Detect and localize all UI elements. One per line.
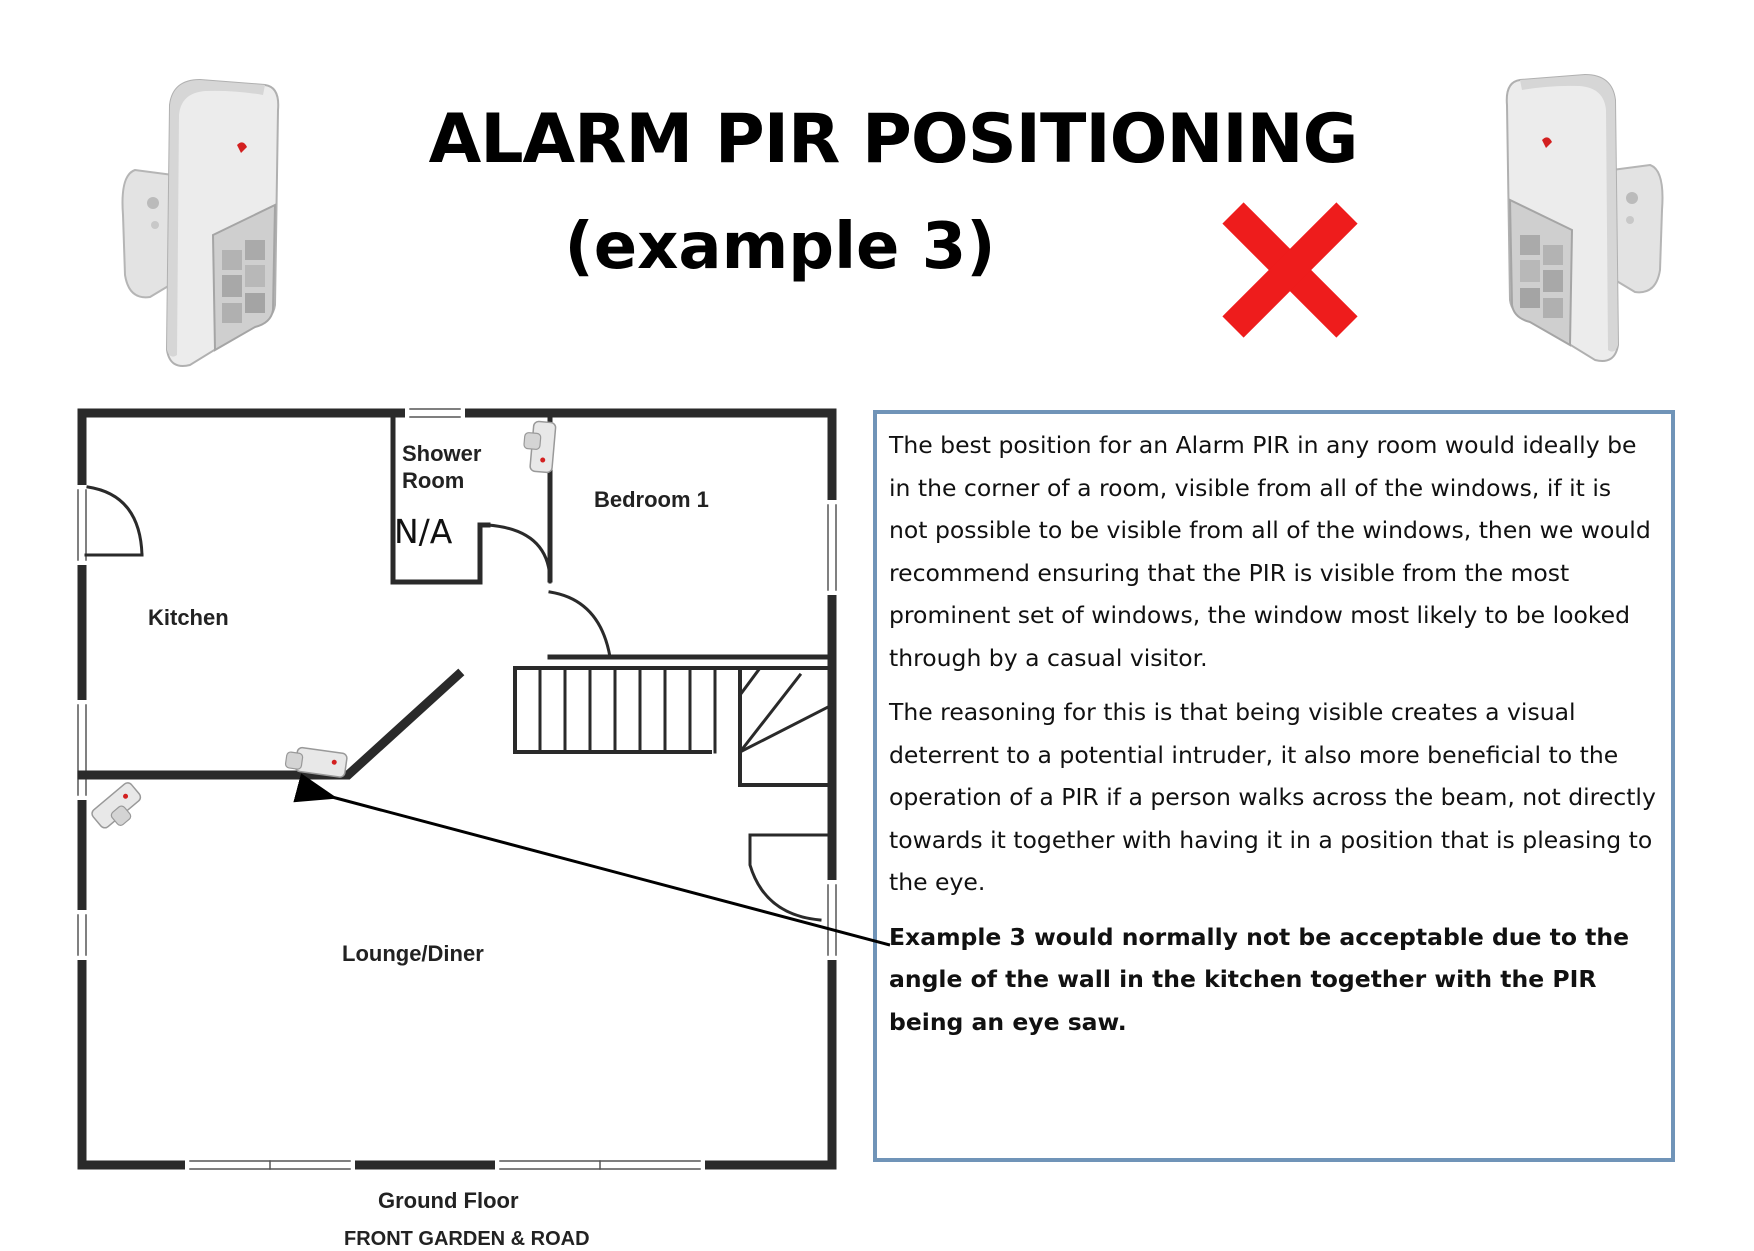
room-label-shower-line1: Shower (402, 441, 482, 466)
room-label-lounge: Lounge/Diner (342, 941, 484, 966)
info-box: The best position for an Alarm PIR in an… (873, 410, 1675, 1162)
info-conclusion: Example 3 would normally not be acceptab… (889, 922, 1630, 1036)
room-label-shower: Shower Room (402, 440, 481, 494)
pir-sensor-icon (1505, 73, 1664, 362)
room-label-kitchen: Kitchen (148, 605, 229, 630)
window (77, 408, 837, 1170)
pir-sensor-icon (121, 78, 280, 367)
shower-na-note: N/A (394, 512, 453, 551)
page-subtitle: (example 3) (564, 210, 996, 284)
room-label-bedroom: Bedroom 1 (594, 487, 709, 512)
floor-label: Ground Floor (378, 1188, 519, 1213)
red-cross-icon (1222, 202, 1358, 338)
room-label-shower-line2: Room (402, 468, 465, 493)
floor-plan (77, 408, 837, 1170)
pir-sensor-icon (523, 420, 557, 474)
info-paragraph: The best position for an Alarm PIR in an… (889, 431, 1651, 672)
page-title: ALARM PIR POSITIONING (428, 100, 1359, 179)
pir-sensor-icon (91, 782, 142, 829)
info-paragraph: The reasoning for this is that being vis… (889, 698, 1656, 896)
